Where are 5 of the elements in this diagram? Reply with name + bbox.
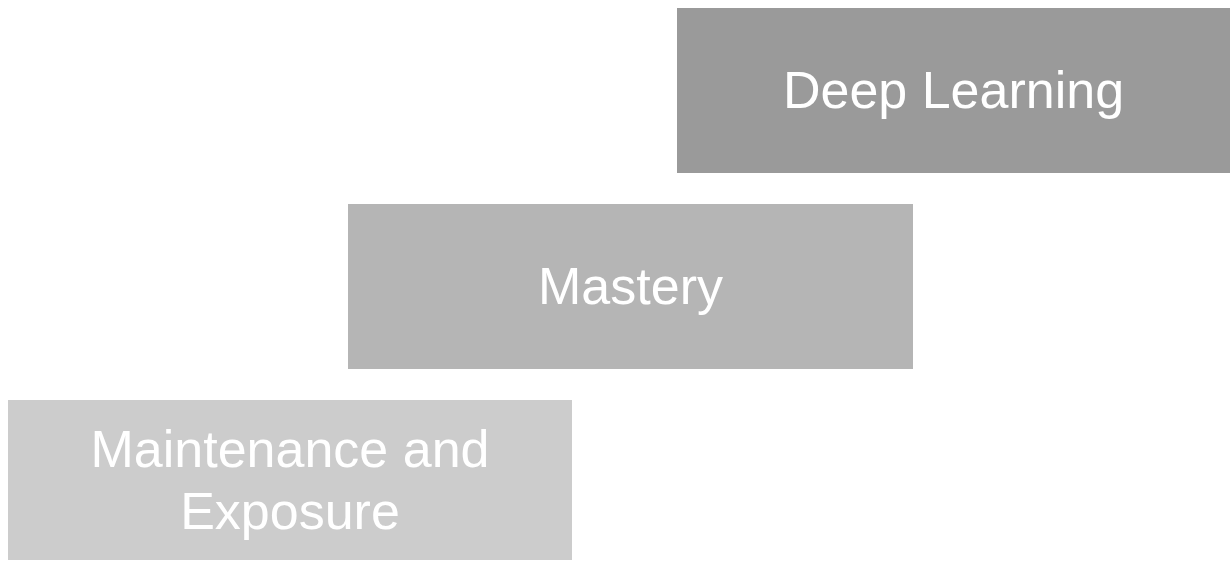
step-label: Deep Learning: [782, 60, 1125, 122]
step-label: Mastery: [538, 256, 723, 318]
step-box: [677, 8, 1230, 173]
step-box: [8, 400, 572, 560]
step-box: [348, 204, 913, 369]
